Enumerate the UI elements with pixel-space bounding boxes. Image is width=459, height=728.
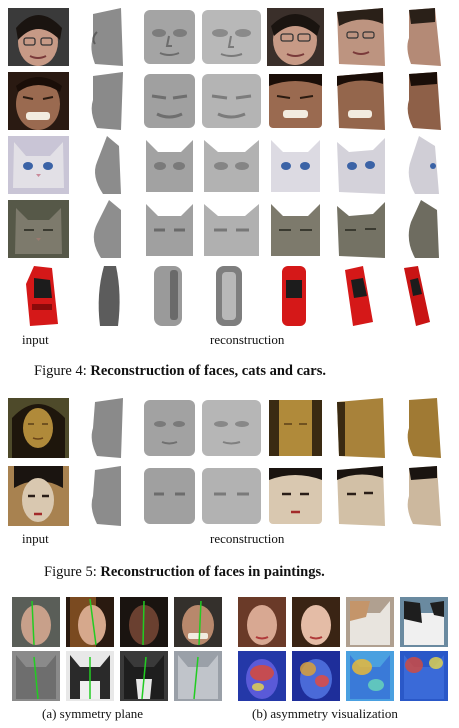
textured-rotated-view [337,264,379,328]
shape-normal-view [200,200,263,258]
symmetry-image-face-1 [12,597,60,647]
shape-side-view [87,136,129,194]
input-image-mona-lisa [8,398,69,458]
symmetry-image-face-4 [174,597,222,647]
textured-rotated-view [333,72,388,130]
textured-rotated-view [333,466,388,526]
symmetry-image-face-3 [120,597,168,647]
textured-rotated-view [333,8,388,66]
figure-5-caption: Figure 5: Reconstruction of faces in pai… [44,564,325,580]
textured-side-view [405,8,445,66]
input-label: input [22,332,49,347]
shape-front-view [148,264,188,328]
textured-front-view [267,466,324,526]
shape-normal-view [200,398,263,458]
textured-front-view [267,398,324,458]
input-image-man [8,72,69,130]
symmetry-image-cat-2 [66,651,114,701]
shape-front-view [142,200,197,258]
input-label: input [22,531,49,546]
input-image-white-cat [8,136,69,194]
shape-side-view [87,398,129,458]
symmetry-image-face-2 [66,597,114,647]
textured-rotated-view [333,136,388,194]
asymmetry-heatmap-cat-1 [346,651,394,701]
input-image-woman [8,8,69,66]
textured-side-view [405,200,445,258]
asymmetry-heatmap-face-1 [238,651,286,701]
textured-front-view [267,200,324,258]
subcaption-b: (b) asymmetry visualization [252,706,398,721]
figure-4-caption-title: Reconstruction of faces, cats and cars. [90,363,326,379]
figure-4-caption-prefix: Figure 4: [34,363,91,379]
asymmetry-image-face-1 [238,597,286,647]
textured-front-view [267,136,324,194]
textured-front-view [278,264,310,328]
shape-side-view [87,466,129,526]
textured-side-view [405,398,445,458]
asymmetry-heatmap-cat-2 [400,651,448,701]
figure-5-caption-prefix: Figure 5: [44,564,101,580]
textured-front-view [267,72,324,130]
figure-5-caption-title: Reconstruction of faces in paintings. [100,564,325,580]
shape-side-view [96,264,122,328]
asymmetry-heatmap-face-2 [292,651,340,701]
symmetry-image-cat-1 [12,651,60,701]
textured-rotated-view [333,200,388,258]
shape-front-view [142,466,197,526]
symmetry-image-cat-3 [120,651,168,701]
input-image-grey-cat [8,200,69,258]
shape-normal-view [200,136,263,194]
shape-normal-view [200,72,263,130]
asymmetry-image-face-2 [292,597,340,647]
asymmetry-image-cat-2 [400,597,448,647]
shape-side-view [87,8,129,66]
shape-front-view [142,72,197,130]
reconstruction-label: reconstruction [210,531,285,546]
textured-front-view [267,8,324,66]
shape-front-view [142,136,197,194]
reconstruction-label: reconstruction [210,332,285,347]
shape-normal-view [200,8,263,66]
symmetry-image-cat-4 [174,651,222,701]
shape-side-view [87,72,129,130]
shape-normal-view [210,264,248,328]
figure-4-caption: Figure 4: Reconstruction of faces, cats … [34,363,326,379]
shape-side-view [87,200,129,258]
textured-rotated-view [333,398,388,458]
textured-side-view [405,72,445,130]
shape-front-view [142,398,197,458]
input-image-red-car [20,264,65,328]
shape-front-view [142,8,197,66]
textured-side-view [405,136,445,194]
input-image-modigliani [8,466,69,526]
shape-normal-view [200,466,263,526]
subcaption-a: (a) symmetry plane [42,706,144,721]
asymmetry-image-cat-1 [346,597,394,647]
textured-side-view [398,264,434,328]
textured-side-view [405,466,445,526]
